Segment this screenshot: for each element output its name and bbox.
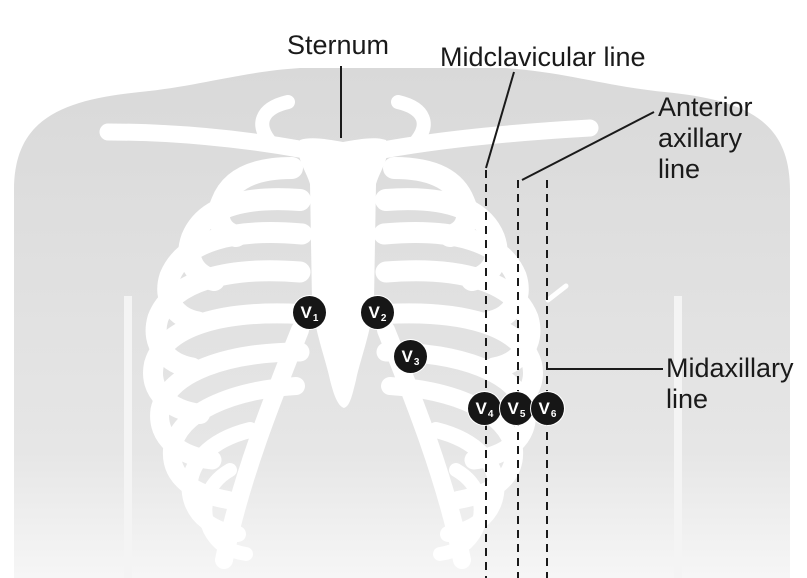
left-arm-gap	[124, 296, 132, 578]
left-rib-3	[157, 222, 313, 333]
electrode-v1-number: 1	[312, 313, 319, 324]
electrode-v1: V1	[293, 296, 326, 329]
anterior-axillary-label-line-2: axillary	[658, 123, 743, 153]
electrode-v6: V6	[531, 392, 564, 425]
electrode-v4-letter: V	[475, 399, 487, 418]
reference-lines	[485, 170, 548, 578]
right-arm-gap	[674, 296, 682, 578]
electrode-v4: V4	[468, 392, 501, 425]
electrode-v6-number: 6	[550, 409, 557, 420]
electrode-v5: V5	[500, 392, 533, 425]
sternum-label: Sternum	[287, 30, 389, 61]
electrode-v1-letter: V	[300, 303, 312, 322]
electrode-v3-letter: V	[401, 347, 413, 366]
electrode-v3: V3	[394, 340, 427, 373]
electrode-v5-letter: V	[507, 399, 519, 418]
rib-tip	[545, 283, 569, 303]
left-shoulder-hook	[255, 95, 295, 151]
midclavicular-leader	[485, 71, 515, 169]
rib-cage	[99, 95, 599, 569]
electrode-v2: V2	[361, 296, 394, 329]
midclavicular-label-text: Midclavicular line	[440, 42, 646, 72]
midaxillary-label-line-1: Midaxillary	[666, 353, 794, 383]
leader-lines	[340, 66, 663, 370]
right-rib-2	[375, 188, 508, 291]
electrode-v6-letter: V	[538, 399, 550, 418]
sternum-label-text: Sternum	[287, 30, 390, 60]
electrode-v2-letter: V	[368, 303, 380, 322]
electrode-v3-number: 3	[413, 357, 420, 368]
midaxillary-line-label: Midaxillary line	[666, 353, 794, 415]
anterior-axillary-leader	[521, 111, 655, 181]
anterior-axillary-label-line-3: line	[658, 154, 701, 184]
anterior-axillary-line-label: Anterior axillary line	[658, 92, 753, 185]
right-shoulder-hook	[391, 95, 431, 151]
electrode-v5-number: 5	[519, 409, 526, 420]
sternum-bone	[298, 138, 388, 408]
electrode-v4-number: 4	[487, 409, 494, 420]
midclavicular-line-label: Midclavicular line	[440, 42, 646, 73]
anterior-axillary-label-line-1: Anterior	[658, 92, 753, 122]
midaxillary-label-line-2: line	[666, 384, 709, 414]
left-rib-2	[178, 188, 311, 291]
left-clavicle	[99, 123, 314, 159]
electrode-v2-number: 2	[380, 313, 387, 324]
left-costal-margin	[215, 321, 309, 569]
right-rib-3	[373, 222, 529, 333]
